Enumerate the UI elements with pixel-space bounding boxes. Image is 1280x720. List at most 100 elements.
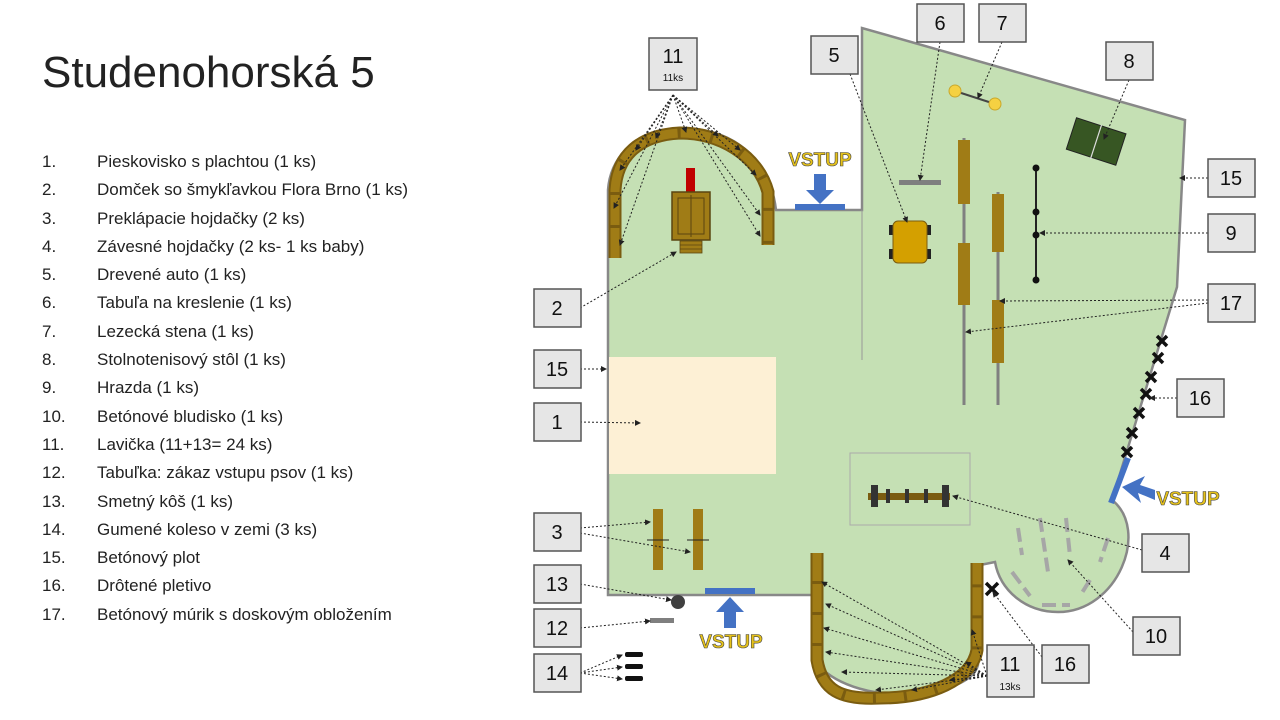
- tag-14: 14: [533, 653, 582, 693]
- entrance-label: VSTUP: [699, 632, 763, 653]
- legend-number: 4.: [42, 236, 57, 256]
- legend-text: Stolnotenisový stôl (1 ks): [97, 350, 286, 370]
- horizontal-bar: [1032, 164, 1040, 284]
- legend-text: Betónový múrik s doskovým obložením: [97, 604, 392, 624]
- seesaws: [647, 509, 709, 570]
- tag-11-bottom: 11 13ks: [986, 644, 1035, 698]
- legend-number: 5.: [42, 265, 57, 285]
- legend-number: 11.: [42, 434, 65, 454]
- tag-16-right: 16: [1176, 378, 1225, 418]
- tag-16-bottom: 16: [1041, 644, 1090, 684]
- entrance-bottom: VSTUP: [699, 588, 763, 653]
- tag-11-top: 11 11ks: [648, 37, 698, 91]
- page-title: Studenohorská 5: [42, 48, 375, 97]
- tag-15-right: 15: [1207, 158, 1256, 198]
- svg-text:16: 16: [1189, 388, 1211, 410]
- tag-13: 13: [533, 564, 582, 604]
- legend-number: 9.: [42, 378, 57, 398]
- svg-text:7: 7: [996, 13, 1007, 35]
- svg-text:11ks: 11ks: [663, 73, 683, 84]
- legend-text: Lavička (11+13= 24 ks): [97, 434, 273, 454]
- tag-8: 8: [1105, 41, 1154, 81]
- entrance-right: VSTUP: [1108, 456, 1220, 510]
- leader-lines: [579, 41, 1209, 693]
- svg-text:12: 12: [546, 618, 568, 640]
- dog-sign: [650, 618, 674, 623]
- legend-text: Drevené auto (1 ks): [97, 265, 247, 285]
- svg-text:5: 5: [828, 45, 839, 67]
- legend-number: 3.: [42, 208, 57, 228]
- svg-text:17: 17: [1220, 293, 1242, 315]
- legend-text: Hrazda (1 ks): [97, 378, 200, 398]
- svg-text:15: 15: [1220, 168, 1242, 190]
- tag-12: 12: [533, 608, 582, 648]
- ping-pong-table: [1065, 117, 1127, 166]
- sandbox: [609, 357, 776, 474]
- entrance-label: VSTUP: [788, 150, 852, 171]
- legend-text: Domček so šmykľavkou Flora Brno (1 ks): [97, 180, 409, 200]
- legend-number: 8.: [42, 350, 57, 370]
- legend-text: Preklápacie hojdačky (2 ks): [97, 208, 305, 228]
- legend-number: 6.: [42, 293, 57, 313]
- svg-text:13: 13: [546, 574, 568, 596]
- tag-15-left: 15: [533, 349, 582, 389]
- legend-number: 13.: [42, 491, 66, 511]
- tag-4: 4: [1141, 533, 1190, 573]
- house-with-slide: [671, 168, 711, 254]
- tag-9: 9: [1207, 213, 1256, 253]
- legend-text: Drôtené pletivo: [97, 576, 212, 596]
- legend-text: Tabuľa na kreslenie (1 ks): [97, 293, 292, 313]
- drawing-board: [899, 180, 941, 185]
- wooden-car: [889, 220, 931, 264]
- climbing-wall: [948, 84, 1002, 111]
- svg-text:6: 6: [934, 13, 945, 35]
- legend-number: 7.: [42, 321, 57, 341]
- svg-text:15: 15: [546, 359, 568, 381]
- entrance-top: VSTUP: [788, 150, 852, 210]
- tag-6: 6: [916, 3, 965, 43]
- svg-text:11: 11: [663, 46, 684, 68]
- legend-text: Betónový plot: [97, 548, 201, 568]
- svg-text:14: 14: [546, 663, 568, 685]
- legend-text: Gumené koleso v zemi (3 ks): [97, 519, 318, 539]
- legend-number: 16.: [42, 576, 66, 596]
- svg-text:10: 10: [1145, 626, 1167, 648]
- tag-5: 5: [810, 35, 859, 75]
- svg-text:9: 9: [1225, 223, 1236, 245]
- legend-number: 10.: [42, 406, 66, 426]
- legend-text: Pieskovisko s plachtou (1 ks): [97, 152, 317, 171]
- legend-number: 1.: [42, 152, 57, 171]
- svg-text:1: 1: [551, 412, 562, 434]
- concrete-maze: [1010, 517, 1110, 607]
- tag-2: 2: [533, 288, 582, 328]
- legend-number: 2.: [42, 180, 57, 200]
- legend-text: Lezecká stena (1 ks): [97, 321, 254, 341]
- svg-text:8: 8: [1123, 51, 1134, 73]
- svg-text:4: 4: [1159, 543, 1170, 565]
- trash-bin: [671, 595, 685, 609]
- hanging-swings: [868, 485, 950, 507]
- tag-1: 1: [533, 402, 582, 442]
- tag-17: 17: [1207, 283, 1256, 323]
- svg-text:11: 11: [1000, 654, 1021, 676]
- concrete-walls: [958, 138, 1004, 405]
- wire-fence-marks: [984, 334, 1169, 597]
- tag-3: 3: [533, 512, 582, 552]
- legend-number: 17.: [42, 604, 66, 624]
- svg-text:16: 16: [1054, 654, 1076, 676]
- legend-number: 15.: [42, 548, 66, 568]
- svg-text:2: 2: [551, 298, 562, 320]
- tag-10: 10: [1132, 616, 1181, 656]
- legend-text: Tabuľka: zákaz vstupu psov (1 ks): [97, 463, 354, 483]
- legend-number: 14.: [42, 519, 66, 539]
- tag-7: 7: [978, 3, 1027, 43]
- legend-text: Závesné hojdačky (2 ks- 1 ks baby): [97, 236, 365, 256]
- svg-text:13ks: 13ks: [999, 682, 1020, 693]
- entrance-label: VSTUP: [1156, 489, 1220, 510]
- legend-text: Smetný kôš (1 ks): [97, 491, 234, 511]
- svg-text:3: 3: [551, 522, 562, 544]
- rubber-tyres: [625, 652, 643, 681]
- swing-zone: [849, 452, 971, 526]
- legend-text: Betónové bludisko (1 ks): [97, 406, 284, 426]
